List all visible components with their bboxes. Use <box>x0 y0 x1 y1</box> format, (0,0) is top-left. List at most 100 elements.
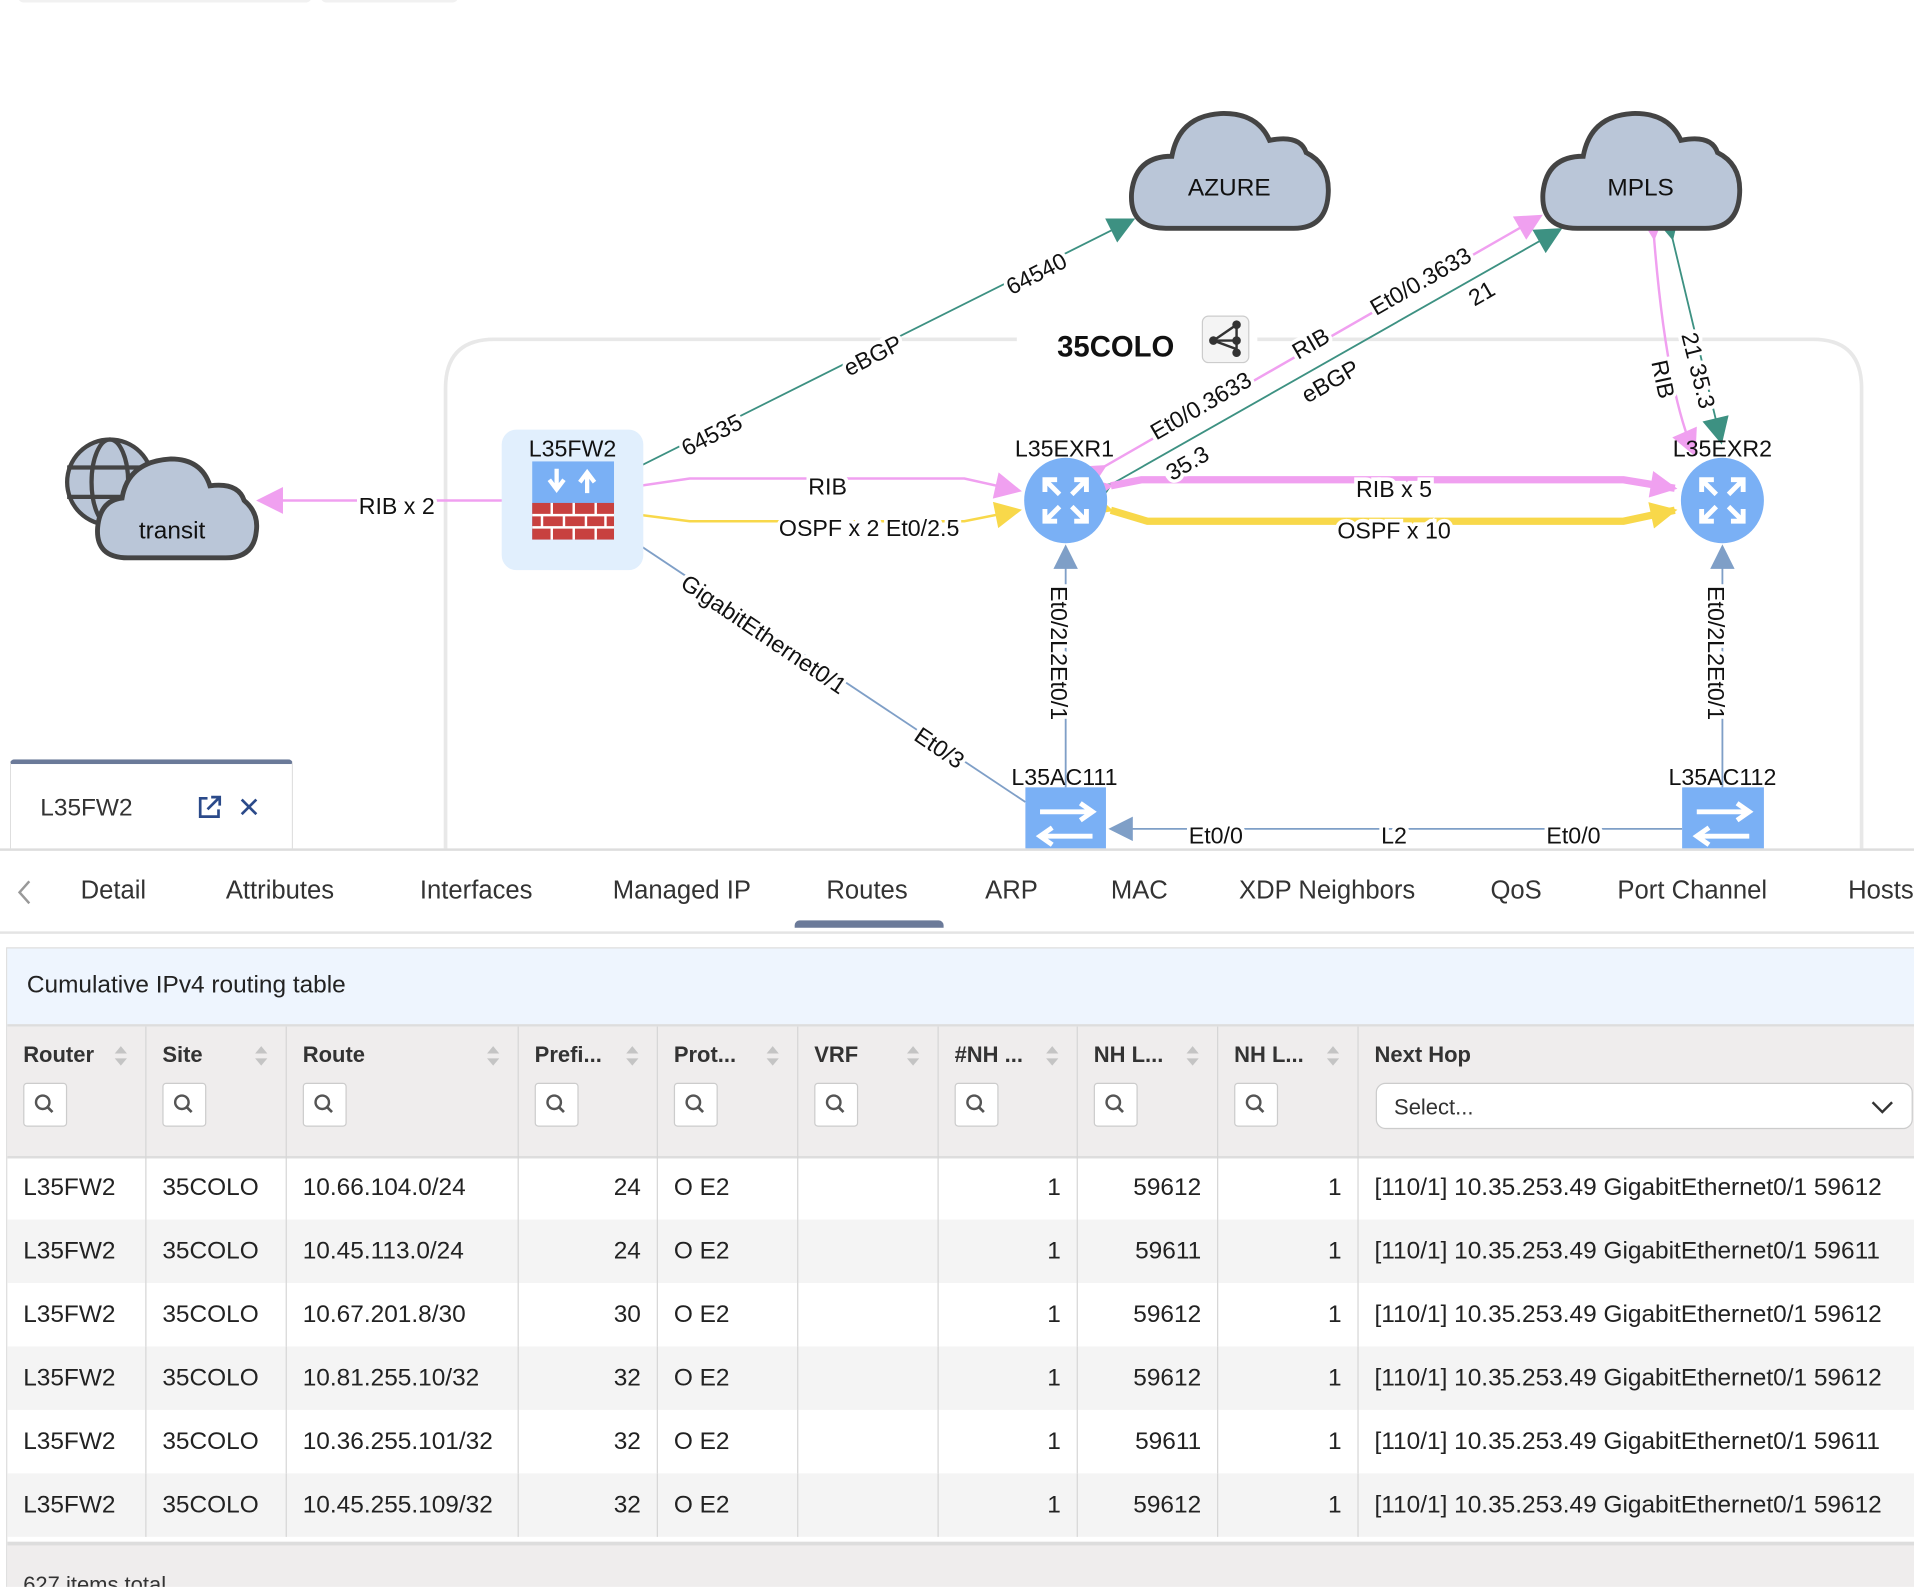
column-search-button[interactable] <box>1093 1082 1138 1127</box>
sort-icon[interactable] <box>1045 1044 1060 1068</box>
external-link-icon[interactable] <box>197 793 224 820</box>
edge-exr1-mpls-bgp[interactable] <box>1083 228 1563 509</box>
node-mpls[interactable]: MPLS <box>1540 111 1743 231</box>
column-header-nh-l2[interactable]: NH L... <box>1218 1026 1359 1157</box>
cell-prefix: 24 <box>519 1156 658 1220</box>
column-search-button[interactable] <box>23 1082 68 1127</box>
select-placeholder: Select... <box>1394 1094 1474 1120</box>
tab-qos[interactable]: QoS <box>1490 876 1542 905</box>
cell-nh-l2: 1 <box>1218 1473 1359 1537</box>
node-l35fw2[interactable]: L35FW2 <box>501 429 644 571</box>
edge-label: Et0/0 <box>1189 823 1243 849</box>
node-l35ac111[interactable]: L35AC111 <box>1011 764 1118 851</box>
edge-fw2-exr1-ospf[interactable] <box>596 496 1022 529</box>
edge-exr1-exr2-rib[interactable] <box>1084 471 1678 504</box>
column-header-nh-l1[interactable]: NH L... <box>1078 1026 1219 1157</box>
cell-next-hop: [110/1] 10.35.253.49 GigabitEthernet0/1 … <box>1359 1473 1914 1536</box>
selected-device-tab[interactable]: L35FW2 <box>9 759 293 851</box>
node-l35exr1[interactable]: L35EXR1 <box>1015 436 1114 544</box>
cell-nh-l2: 1 <box>1218 1409 1359 1474</box>
next-hop-select[interactable]: Select... <box>1375 1082 1913 1130</box>
cell-nh-l1: 59612 <box>1078 1473 1219 1537</box>
node-l35ac112[interactable]: L35AC112 <box>1668 764 1776 851</box>
cell-nh-count: 1 <box>939 1219 1078 1283</box>
node-label: AZURE <box>1188 174 1271 201</box>
sort-icon[interactable] <box>254 1044 269 1068</box>
sort-icon[interactable] <box>1326 1044 1341 1068</box>
cell-nh-count: 1 <box>939 1346 1078 1410</box>
chevron-left-icon[interactable] <box>15 879 35 906</box>
edge-label: eBGP <box>839 330 906 381</box>
edge-label: Et0/2L2Et0/1 <box>1703 586 1729 720</box>
tab-bar <box>0 848 1914 934</box>
column-search-button[interactable] <box>1234 1082 1279 1127</box>
cell-site: 35COLO <box>146 1473 287 1537</box>
cell-site: 35COLO <box>146 1346 287 1410</box>
edge-label: OSPF x 2 Et0/2.5 <box>779 515 959 541</box>
sort-icon[interactable] <box>906 1044 921 1068</box>
edge-label: GigabitEthernet0/1 <box>676 569 851 699</box>
edge-exr1-exr2-ospf[interactable] <box>1083 490 1678 529</box>
node-l35exr2[interactable]: L35EXR2 <box>1673 436 1772 544</box>
column-header-router[interactable]: Router <box>7 1026 147 1157</box>
column-header-prefix[interactable]: Prefi... <box>519 1026 658 1157</box>
tab-arp[interactable]: ARP <box>985 876 1038 905</box>
node-transit[interactable]: transit <box>65 437 260 561</box>
sort-icon[interactable] <box>486 1044 501 1068</box>
edge-exr2-mpls-bgp[interactable] <box>1653 211 1729 445</box>
tab-interfaces[interactable]: Interfaces <box>419 876 533 905</box>
edge-label: OSPF x 10 <box>1337 517 1450 543</box>
column-header-protocol[interactable]: Prot... <box>658 1026 799 1157</box>
cell-nh-count: 1 <box>939 1473 1078 1537</box>
cell-nh-l1: 59611 <box>1078 1409 1219 1474</box>
column-label: Site <box>162 1042 203 1067</box>
sort-icon[interactable] <box>1185 1044 1200 1068</box>
column-header-nh-count[interactable]: #NH ... <box>939 1026 1078 1157</box>
edge-fw2-exr1-rib[interactable] <box>596 472 1022 506</box>
column-search-button[interactable] <box>673 1082 718 1127</box>
tab-hosts[interactable]: Hosts <box>1848 876 1914 905</box>
edge-label: eBGP <box>1297 355 1364 408</box>
column-header-route[interactable]: Route <box>287 1026 519 1157</box>
tab-mac[interactable]: MAC <box>1110 876 1168 905</box>
switch-icon <box>1682 787 1764 851</box>
tab-routes[interactable]: Routes <box>826 876 908 905</box>
edge-fw2-ac111[interactable] <box>595 509 1026 803</box>
cell-vrf <box>798 1219 939 1283</box>
sort-icon[interactable] <box>765 1044 780 1068</box>
cell-prefix: 32 <box>519 1346 658 1410</box>
column-search-button[interactable] <box>954 1082 999 1127</box>
column-search-button[interactable] <box>162 1082 207 1127</box>
tab-managed-ip[interactable]: Managed IP <box>612 876 752 905</box>
tab-attributes[interactable]: Attributes <box>225 876 335 905</box>
cell-protocol: O E2 <box>658 1346 799 1410</box>
group-layout-button[interactable] <box>1201 315 1250 364</box>
tab-detail[interactable]: Detail <box>80 876 147 905</box>
cloud-icon <box>1540 111 1743 231</box>
cell-nh-l2: 1 <box>1218 1282 1359 1347</box>
column-search-button[interactable] <box>302 1082 347 1127</box>
edge-fw2-azure[interactable] <box>592 218 1136 499</box>
search-icon <box>966 1094 985 1114</box>
sort-icon[interactable] <box>114 1044 129 1068</box>
topology-diagram[interactable]: 35COLO RIB x 2 64535 eBGP 64540 RIB OSPF… <box>0 0 1914 851</box>
search-icon <box>314 1094 333 1114</box>
items-total: 627 items total <box>23 1572 167 1587</box>
column-search-button[interactable] <box>534 1082 579 1127</box>
column-header-site[interactable]: Site <box>146 1026 287 1157</box>
close-icon[interactable] <box>238 796 260 818</box>
cell-router: L35FW2 <box>7 1156 147 1220</box>
tab-port-channel[interactable]: Port Channel <box>1617 876 1768 905</box>
column-header-vrf[interactable]: VRF <box>798 1026 939 1157</box>
tab-xdp-neighbors[interactable]: XDP Neighbors <box>1239 876 1416 905</box>
node-azure[interactable]: AZURE <box>1129 111 1331 231</box>
column-search-button[interactable] <box>814 1082 859 1127</box>
sort-icon[interactable] <box>625 1044 640 1068</box>
